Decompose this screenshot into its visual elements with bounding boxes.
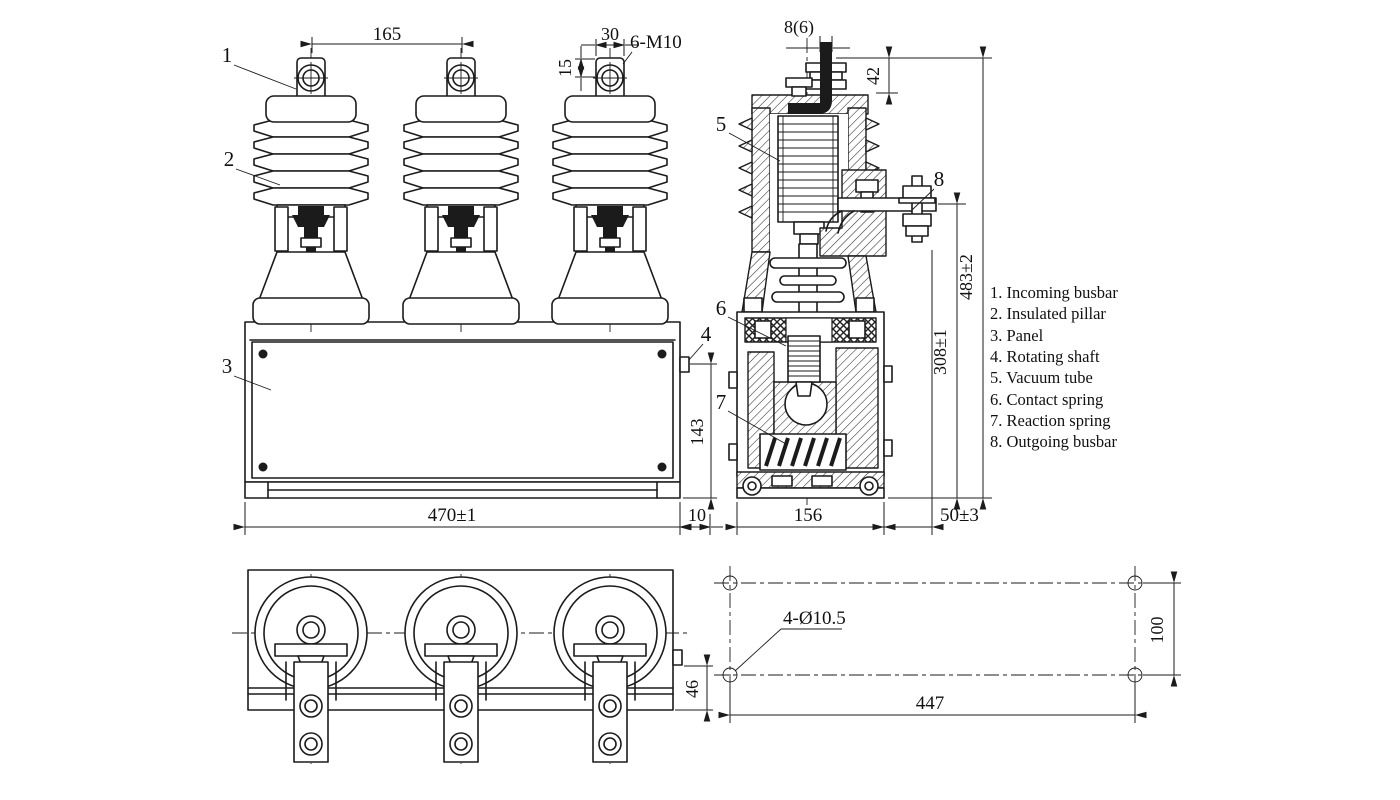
legend-item-3: 3. Panel [990, 326, 1044, 345]
legend-item-6: 6. Contact spring [990, 390, 1103, 409]
part-label-6: 6 [716, 296, 727, 320]
legend-item-2: 2. Insulated pillar [990, 304, 1106, 323]
dim-mount-span-y: 100 [1147, 617, 1167, 644]
part-label-5: 5 [716, 112, 727, 136]
dim-shaft-side-offset: 46 [682, 680, 702, 698]
dim-mount-span-x: 447 [916, 693, 945, 714]
front-view [244, 47, 690, 499]
dim-pillar-height: 308±1 [930, 329, 950, 375]
pole-2 [402, 47, 520, 333]
part-label-8: 8 [934, 167, 945, 191]
bottom-pole-3 [553, 573, 667, 765]
front-frame [244, 321, 690, 499]
part-label-2: 2 [224, 147, 235, 171]
outgoing-busbar [819, 169, 937, 257]
side-view [728, 38, 937, 505]
legend-item-8: 8. Outgoing busbar [990, 432, 1117, 451]
dim-mount-holes: 4-Ø10.5 [783, 608, 846, 629]
legend-item-1: 1. Incoming busbar [990, 283, 1118, 302]
dim-terminal-hole-offset: 15 [555, 59, 575, 77]
mount-hole [1127, 667, 1143, 683]
pole-1 [252, 47, 370, 333]
bottom-pole-1 [254, 573, 368, 765]
legend-item-7: 7. Reaction spring [990, 411, 1111, 430]
dim-terminal-thread: 6-M10 [630, 32, 682, 53]
reaction-spring [759, 433, 847, 471]
dim-panel-height: 143 [687, 419, 707, 446]
dim-frame-width: 470±1 [428, 505, 476, 526]
legend-item-5: 5. Vacuum tube [990, 368, 1093, 387]
bottom-pole-2 [404, 573, 518, 765]
bottom-view-dimensions: 46 [675, 654, 713, 722]
bottom-view [232, 569, 690, 765]
part-label-3: 3 [222, 354, 233, 378]
side-view-dimensions: 8(6) 42 483±2 308±1 156 50±3 5 6 4 7 8 [688, 17, 992, 535]
dim-pole-pitch: 165 [373, 24, 402, 45]
front-view-dimensions: 165 30 15 6-M10 1 2 3 143 470±1 10 [222, 24, 723, 535]
dim-terminal-width: 30 [601, 24, 619, 44]
vacuum-tube [777, 115, 839, 245]
rotating-shaft-end [679, 356, 690, 373]
dim-busbar-thickness: 8(6) [784, 17, 814, 38]
panel-bolt [657, 349, 667, 359]
contact-spring [787, 335, 821, 397]
panel-bolt [657, 462, 667, 472]
legend-item-4: 4. Rotating shaft [990, 347, 1100, 366]
mechanism-box [728, 311, 893, 499]
dim-frame-depth: 156 [794, 505, 823, 526]
part-label-4: 4 [701, 322, 712, 346]
mount-hole [722, 575, 738, 591]
pole-3 [551, 47, 669, 333]
shaft-end-top [672, 649, 683, 666]
panel-bolt [258, 462, 268, 472]
mounting-plan [714, 566, 1152, 700]
dim-shaft-end-offset: 10 [688, 505, 706, 525]
incoming-busbar [785, 42, 847, 114]
panel-bolt [258, 349, 268, 359]
part-label-1: 1 [222, 43, 233, 67]
dim-busbar-overhang: 50±3 [940, 505, 979, 526]
mounting-plan-dimensions: 4-Ø10.5 447 100 [718, 571, 1181, 723]
mount-hole [722, 667, 738, 683]
dim-busbar-top-height: 42 [863, 67, 883, 85]
parts-legend: 1. Incoming busbar 2. Insulated pillar 3… [990, 283, 1118, 451]
part-label-7: 7 [716, 390, 727, 414]
mount-hole [1127, 575, 1143, 591]
dim-overall-height: 483±2 [956, 254, 976, 300]
